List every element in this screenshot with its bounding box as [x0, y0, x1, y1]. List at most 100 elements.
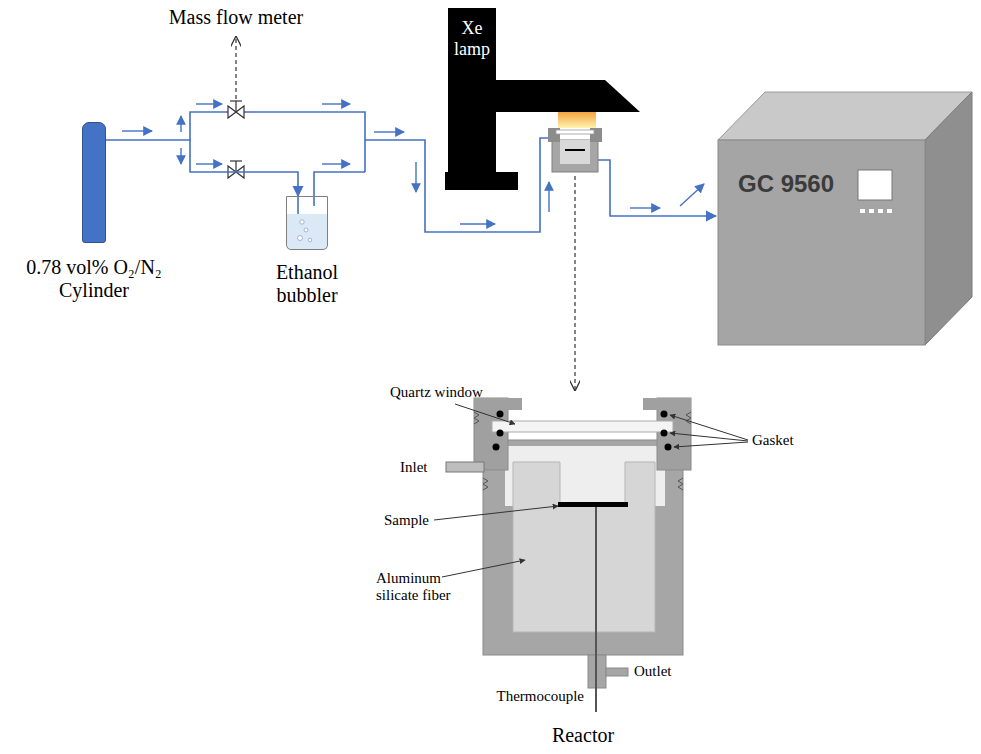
instrument-body	[860, 209, 865, 213]
part-label: Aluminum silicate fiber	[376, 570, 464, 605]
label-holder: 0.78 vol% O₂/N₂ Cylinder	[4, 256, 184, 302]
node-text: Reactor	[503, 724, 663, 747]
leader-line	[442, 560, 525, 577]
instrument-body	[925, 92, 972, 345]
label-holder: Gasket	[752, 432, 794, 449]
valve-symbol	[235, 161, 236, 172]
flow-arrow	[460, 223, 495, 224]
instrument-body	[887, 209, 892, 213]
reactor-section	[446, 462, 484, 472]
part-label: Inlet	[400, 459, 428, 476]
bubbler-liquid	[304, 228, 308, 232]
lamp-housing	[445, 172, 518, 190]
instrument-body	[858, 170, 892, 200]
reactor-icon	[556, 130, 594, 134]
thermocouple-wire	[595, 507, 597, 712]
gasket-ring	[661, 430, 668, 437]
instrument-label: Mass flow meter	[169, 6, 303, 29]
flow-arrow	[122, 130, 152, 131]
gas-pipe	[314, 172, 365, 206]
flow-arrow	[180, 148, 181, 164]
label-holder: Ethanol bubbler	[267, 261, 347, 307]
flow-arrow	[196, 103, 222, 104]
gas-line	[106, 140, 298, 196]
xe-lamp: Xe lamp	[448, 8, 496, 172]
flow-arrow	[548, 182, 549, 212]
lamp-housing	[488, 80, 605, 112]
valve-symbol	[230, 160, 242, 161]
reactor-icon	[560, 140, 590, 164]
gasket-ring	[497, 430, 504, 437]
gas-chromatograph: GC 9560	[718, 140, 929, 345]
flow-arrow	[180, 116, 181, 132]
reactor-section	[643, 398, 691, 410]
gasket-ring	[665, 444, 672, 451]
part-label: Gasket	[752, 432, 794, 449]
reactor-icon	[548, 128, 602, 172]
bubbler-liquid	[308, 238, 312, 242]
ethanol-bubbler: Ethanol bubbler	[286, 196, 328, 250]
node-text: GC 9560	[738, 170, 909, 198]
label-holder: Sample	[384, 512, 429, 529]
reactor-section	[492, 421, 673, 432]
flow-arrow	[322, 163, 350, 164]
screw-thread	[474, 412, 479, 424]
bubbler-liquid	[300, 220, 304, 224]
node-text: 0.78 vol% O₂/N₂ Cylinder	[4, 256, 184, 302]
leader-line	[434, 404, 748, 577]
instrument-body	[878, 209, 883, 213]
leader-line	[670, 433, 748, 441]
screw-thread	[686, 412, 691, 424]
node-text: Xe lamp	[448, 18, 496, 59]
label-holder: Thermocouple	[497, 688, 584, 705]
light-beam	[558, 112, 596, 128]
flow-arrow	[680, 184, 704, 206]
part-label: Sample	[384, 512, 429, 529]
part-label: Thermocouple	[497, 688, 584, 705]
reactor-icon	[552, 140, 598, 172]
label-holder: Reactor	[503, 724, 663, 747]
leader-line	[434, 506, 558, 520]
instrument-body	[718, 92, 972, 345]
flow-arrow	[196, 163, 222, 164]
part-label: Outlet	[634, 663, 672, 680]
label-holder: Aluminum silicate fiber	[376, 570, 464, 605]
screw-thread	[483, 478, 488, 490]
reactor-section	[483, 440, 683, 655]
gasket-ring	[493, 444, 500, 451]
gas-cylinder: 0.78 vol% O₂/N₂ Cylinder	[82, 122, 106, 243]
bubbler-liquid	[287, 214, 327, 249]
callout-line	[574, 176, 575, 390]
label-holder: Quartz window	[390, 384, 483, 401]
bubbler-liquid	[298, 236, 303, 241]
reactor-icon	[565, 149, 585, 151]
gasket-ring	[493, 411, 672, 451]
valve-symbol	[235, 101, 236, 112]
flow-arrow	[374, 131, 404, 132]
gasket-ring	[661, 411, 668, 418]
lamp-housing	[605, 80, 640, 112]
leader-line	[670, 415, 748, 440]
flow-arrow	[415, 162, 416, 192]
flow-arrow	[630, 207, 660, 208]
bubbler-liquid	[287, 214, 327, 249]
gasket-ring	[497, 411, 504, 418]
sample-plate	[558, 502, 628, 507]
part-label: Quartz window	[390, 384, 483, 401]
label-holder: Inlet	[400, 459, 428, 476]
reactor-section	[513, 462, 655, 632]
flow-arrow	[322, 103, 350, 104]
flow-arrow	[122, 104, 704, 224]
screw-thread	[678, 478, 683, 490]
reactor-section	[446, 398, 691, 688]
node-text: Ethanol bubbler	[267, 261, 347, 307]
valve-symbol	[228, 101, 244, 178]
gas-pipe	[598, 160, 716, 216]
leader-line	[674, 442, 748, 447]
leader-line	[235, 37, 236, 99]
instrument-body	[718, 140, 925, 345]
screw-thread	[474, 412, 691, 490]
valve-symbol	[230, 100, 242, 101]
reactor-section	[606, 668, 628, 676]
